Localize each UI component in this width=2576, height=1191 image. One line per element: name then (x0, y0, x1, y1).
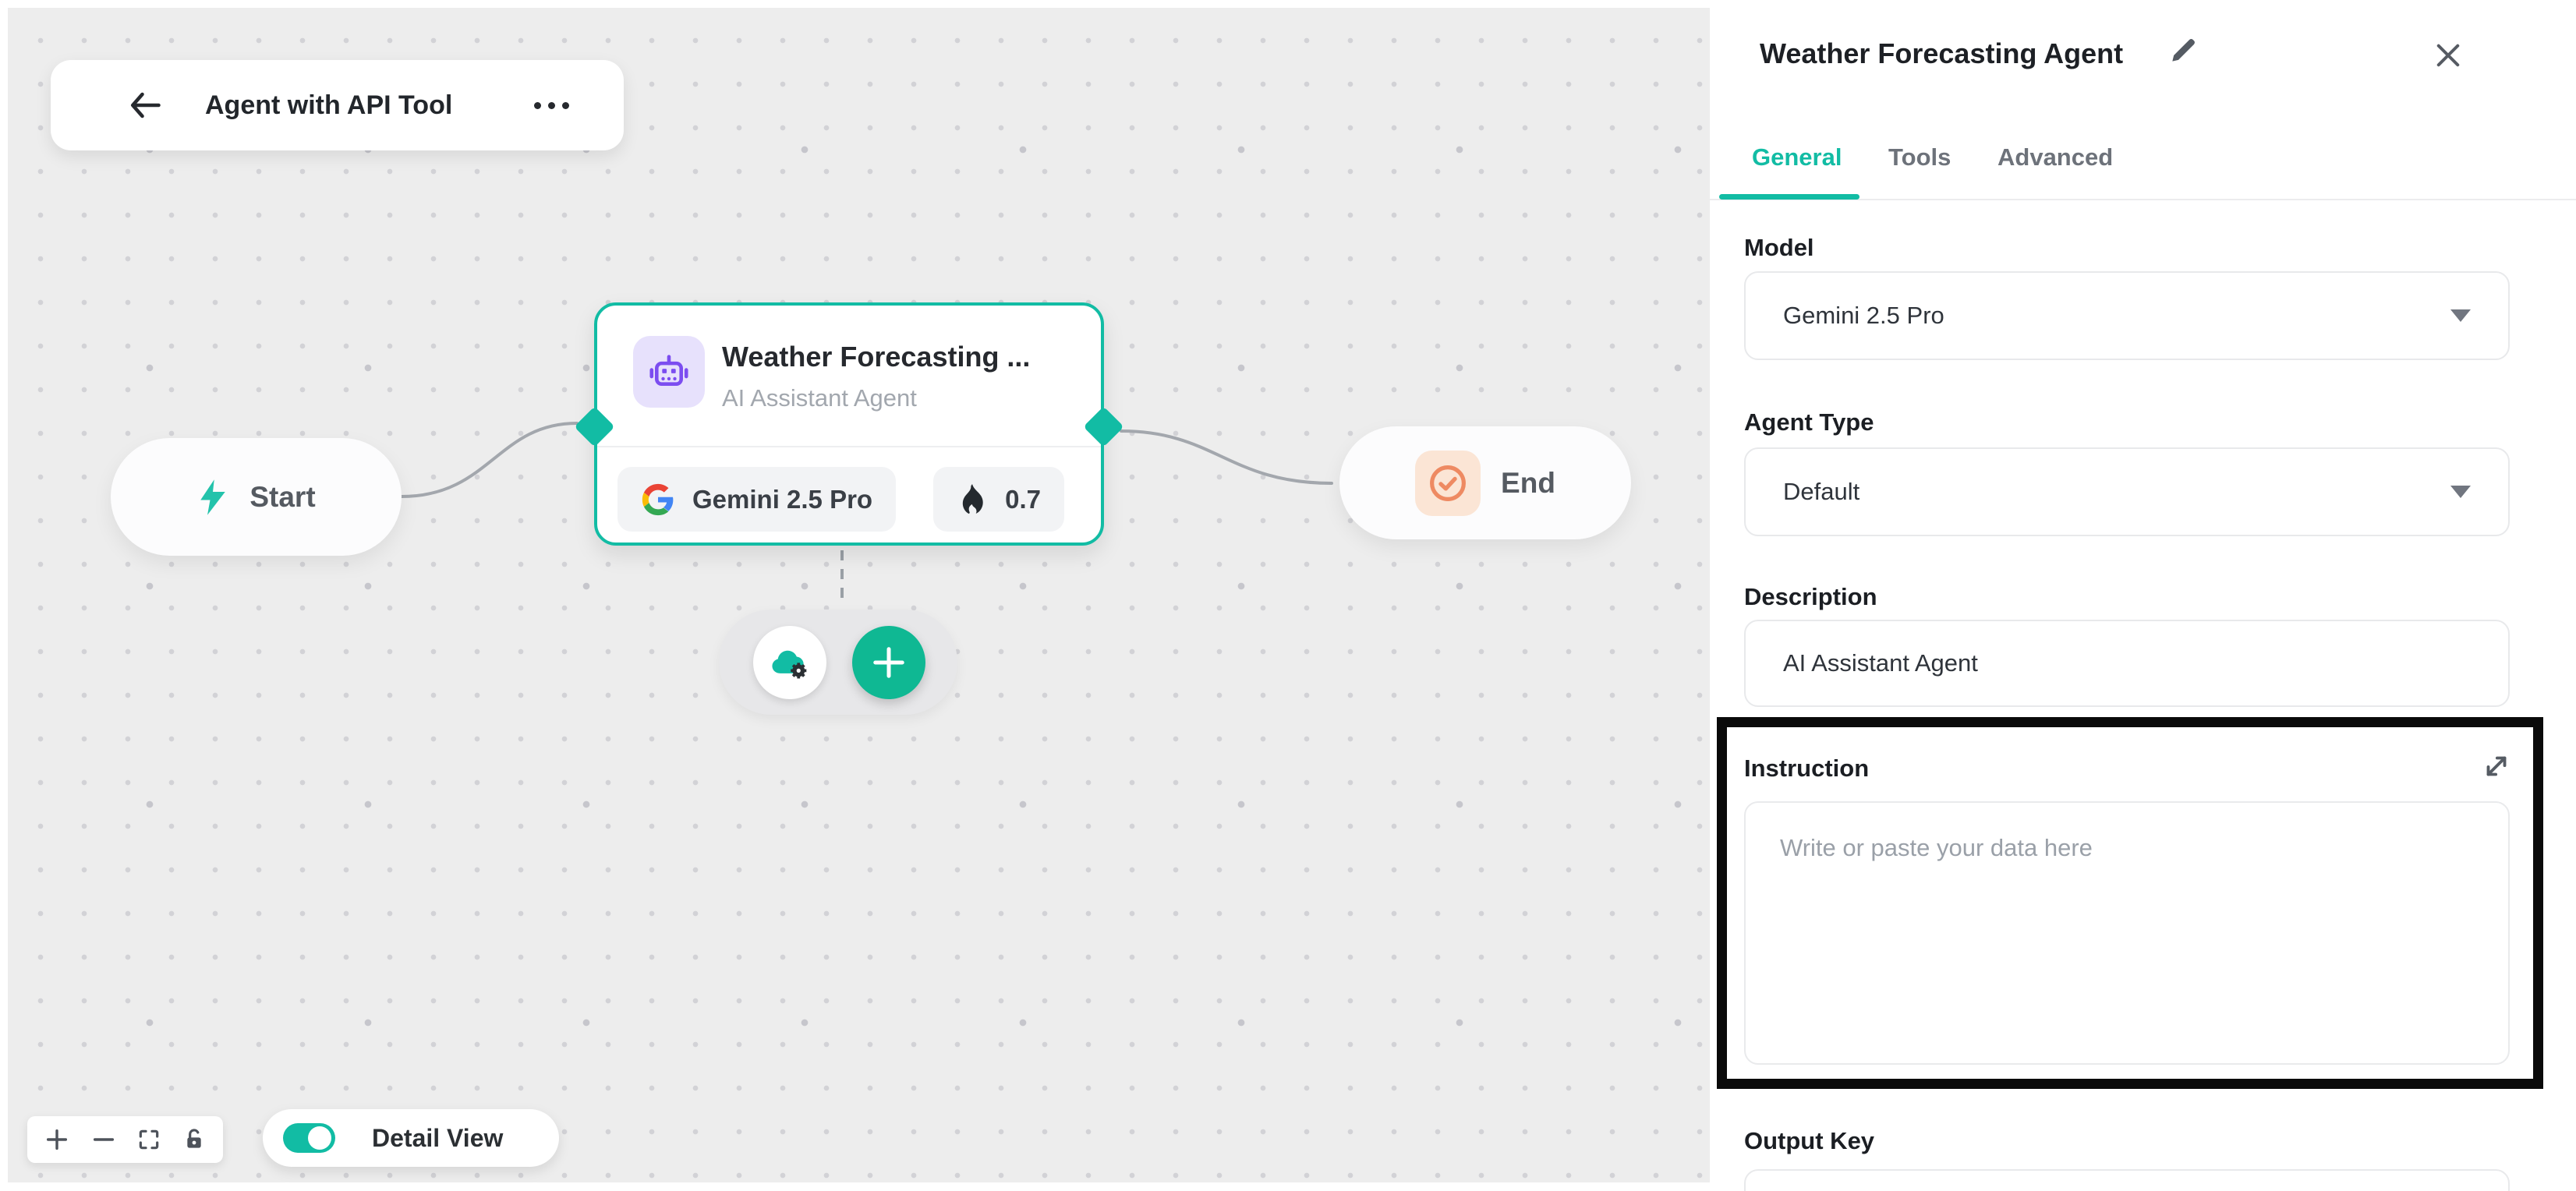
add-node-button[interactable] (852, 625, 925, 699)
zoom-out-button[interactable] (90, 1126, 117, 1153)
flow-canvas[interactable]: Agent with API Tool Start (8, 8, 1710, 1182)
end-node-label: End (1501, 466, 1555, 499)
tab-tools[interactable]: Tools (1888, 143, 1951, 171)
agent-node-subtitle: AI Assistant Agent (722, 384, 917, 412)
start-node-label: Start (249, 480, 316, 513)
plus-icon (873, 646, 904, 678)
arrow-left-icon (130, 92, 161, 118)
expand-instruction-button[interactable] (2480, 750, 2514, 784)
lock-button[interactable] (182, 1127, 207, 1152)
pencil-icon (2172, 39, 2195, 62)
cloud-gear-icon (772, 650, 807, 678)
agent-node-title: Weather Forecasting ... (722, 341, 1031, 373)
divider (597, 446, 1101, 447)
panel-title: Weather Forecasting Agent (1760, 37, 2124, 69)
description-label: Description (1744, 583, 1877, 610)
agent-type-select[interactable]: Default (1744, 447, 2510, 536)
flame-icon (962, 483, 983, 514)
minus-icon (93, 1138, 114, 1141)
instruction-input[interactable] (1744, 801, 2510, 1065)
start-node[interactable]: Start (111, 438, 402, 556)
detail-view-control: Detail View (263, 1109, 559, 1167)
lock-icon (187, 1129, 201, 1148)
zoom-in-button[interactable] (44, 1126, 70, 1153)
chevron-down-icon (2450, 486, 2471, 498)
agent-settings-panel: Weather Forecasting Agent General Tools … (1710, 0, 2576, 1191)
edge-connections (400, 422, 1333, 606)
description-value: AI Assistant Agent (1783, 649, 1978, 677)
rename-button[interactable] (2167, 33, 2204, 70)
close-icon (2436, 44, 2460, 67)
flow-menu-button[interactable] (534, 101, 569, 109)
output-handle[interactable] (1083, 406, 1124, 447)
canvas-toolbar (27, 1116, 223, 1163)
add-tool-group (719, 610, 957, 715)
end-node[interactable]: End (1339, 426, 1631, 539)
temperature-badge-label: 0.7 (1005, 484, 1041, 514)
detail-view-label: Detail View (372, 1123, 504, 1152)
fit-view-icon (140, 1129, 159, 1150)
temperature-badge: 0.7 (933, 467, 1064, 532)
model-label: Model (1744, 234, 1814, 261)
instruction-label: Instruction (1744, 755, 1870, 782)
tab-general[interactable]: General (1752, 143, 1842, 171)
tabs-divider (1710, 199, 2576, 200)
agent-type-value: Default (1783, 478, 1860, 505)
robot-icon (633, 336, 705, 408)
flow-title: Agent with API Tool (205, 90, 453, 120)
description-input[interactable]: AI Assistant Agent (1744, 620, 2510, 707)
plus-icon (46, 1129, 67, 1150)
lightning-icon (200, 479, 226, 515)
close-panel-button[interactable] (2432, 39, 2466, 73)
tool-cloud-button[interactable] (753, 625, 826, 699)
model-select[interactable]: Gemini 2.5 Pro (1744, 271, 2510, 360)
agent-type-label: Agent Type (1744, 408, 1874, 436)
agent-node[interactable]: Weather Forecasting ... AI Assistant Age… (574, 302, 1124, 546)
output-key-label: Output Key (1744, 1127, 1875, 1154)
output-key-input[interactable] (1744, 1169, 2510, 1191)
tab-advanced[interactable]: Advanced (1997, 143, 2114, 171)
check-circle-icon (1415, 450, 1481, 516)
fit-view-button[interactable] (136, 1127, 161, 1152)
breadcrumb: Agent with API Tool (51, 60, 624, 150)
input-handle[interactable] (574, 406, 615, 447)
expand-icon (2486, 756, 2507, 776)
chevron-down-icon (2450, 309, 2471, 322)
agent-node-header: Weather Forecasting ... AI Assistant Age… (633, 336, 1082, 412)
detail-view-toggle[interactable] (283, 1123, 335, 1153)
model-value: Gemini 2.5 Pro (1783, 302, 1944, 329)
model-badge-label: Gemini 2.5 Pro (692, 484, 873, 514)
back-button[interactable] (129, 91, 161, 119)
active-tab-indicator (1719, 194, 1859, 200)
model-badge: Gemini 2.5 Pro (617, 467, 897, 532)
google-icon (642, 483, 674, 515)
